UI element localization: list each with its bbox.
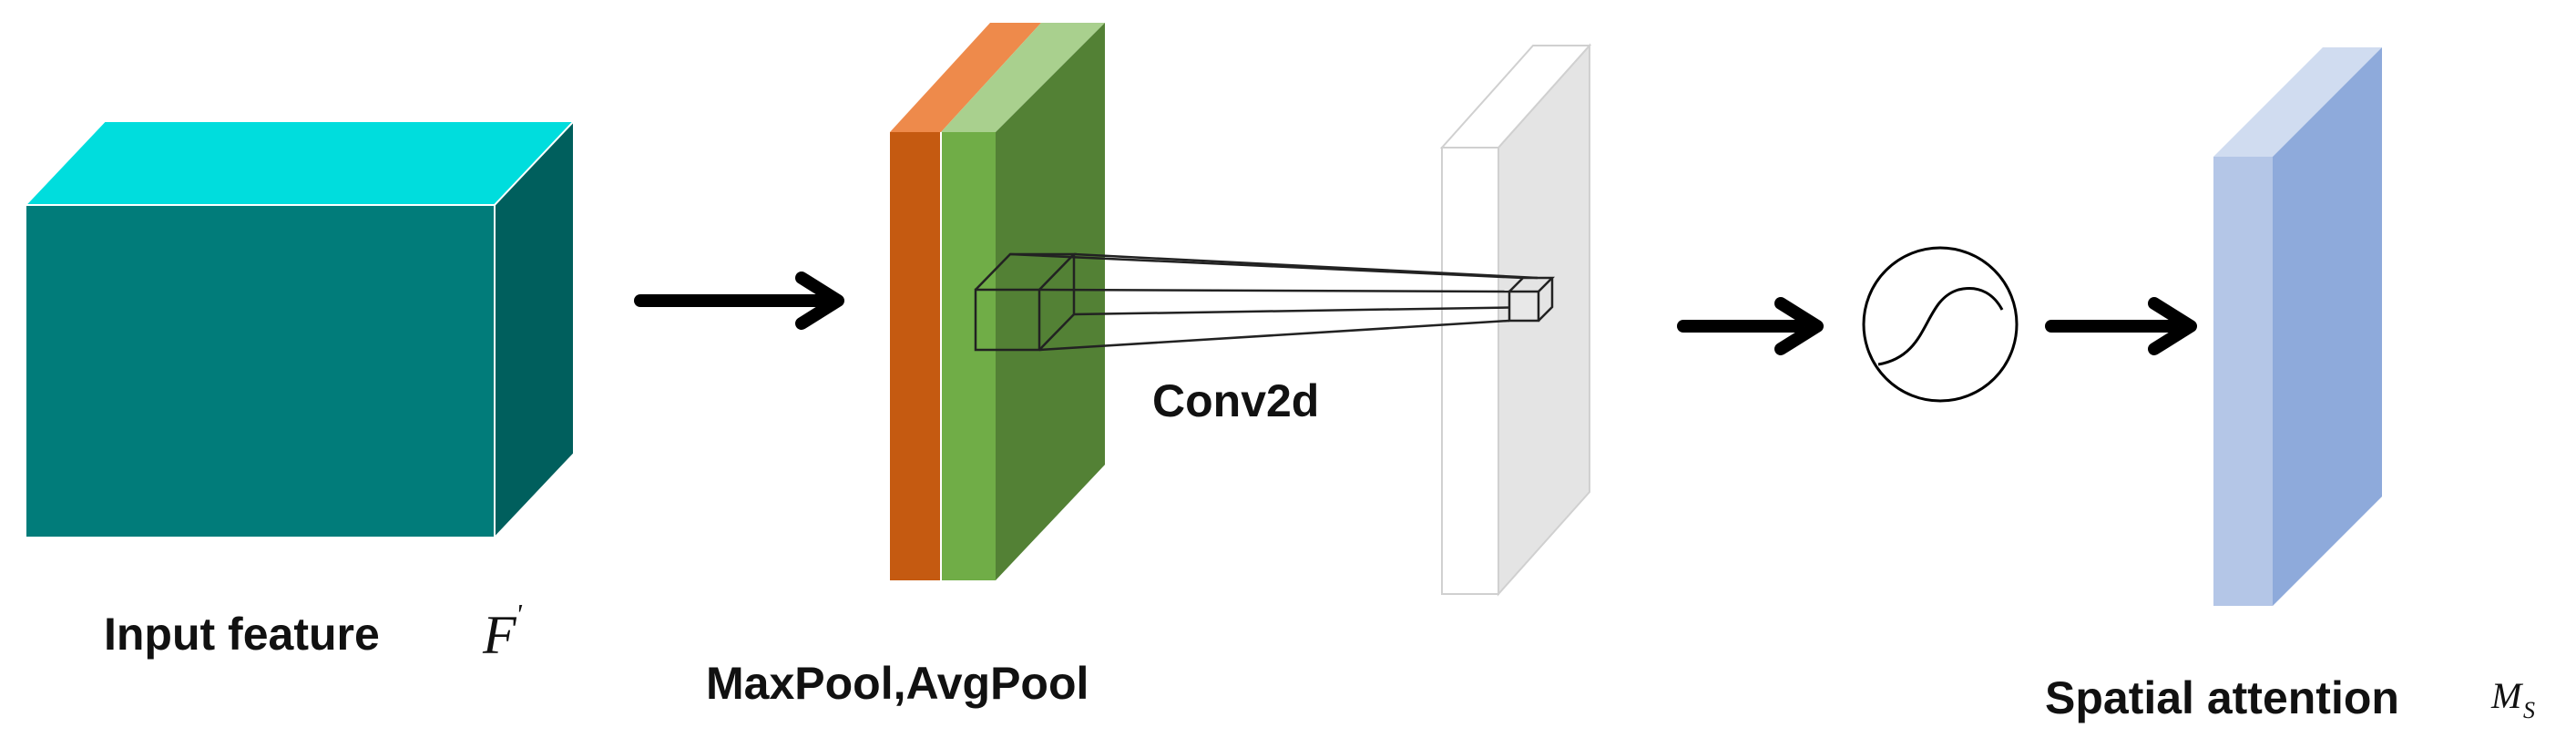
conv-output-map bbox=[1439, 43, 1592, 597]
pooled-feature-maps bbox=[890, 23, 1105, 580]
arrow-right-icon bbox=[634, 272, 844, 330]
spatial-attention-map bbox=[2213, 47, 2382, 606]
input-symbol: F bbox=[482, 605, 517, 665]
maxpool-map-front bbox=[890, 132, 941, 580]
sigmoid-icon bbox=[1862, 246, 2019, 403]
output-symbol: M bbox=[2490, 675, 2524, 716]
input-cube-top bbox=[23, 120, 577, 206]
input-feature-cube bbox=[23, 118, 577, 540]
output-label: Spatial attention bbox=[2045, 672, 2399, 723]
input-cube-front bbox=[25, 204, 496, 538]
attention-map-front bbox=[2213, 157, 2273, 606]
avgpool-map-front bbox=[941, 132, 996, 580]
pool-label: MaxPool,AvgPool bbox=[706, 658, 1089, 709]
attention-map-top bbox=[2213, 47, 2382, 157]
avgpool-map-top bbox=[941, 23, 1105, 132]
arrow-right-icon bbox=[1677, 297, 1824, 355]
output-subscript: S bbox=[2523, 697, 2535, 723]
maxpool-map-top bbox=[890, 23, 1041, 132]
arrow-right-icon bbox=[2045, 297, 2197, 355]
input-prime: ' bbox=[516, 598, 523, 630]
conv-map-front bbox=[1441, 147, 1499, 595]
pool-map-side bbox=[996, 23, 1105, 580]
attention-map-side bbox=[2273, 47, 2382, 606]
conv-label: Conv2d bbox=[1152, 375, 1319, 426]
input-feature-label: Input feature bbox=[104, 609, 380, 660]
conv-kernel bbox=[974, 252, 1556, 352]
